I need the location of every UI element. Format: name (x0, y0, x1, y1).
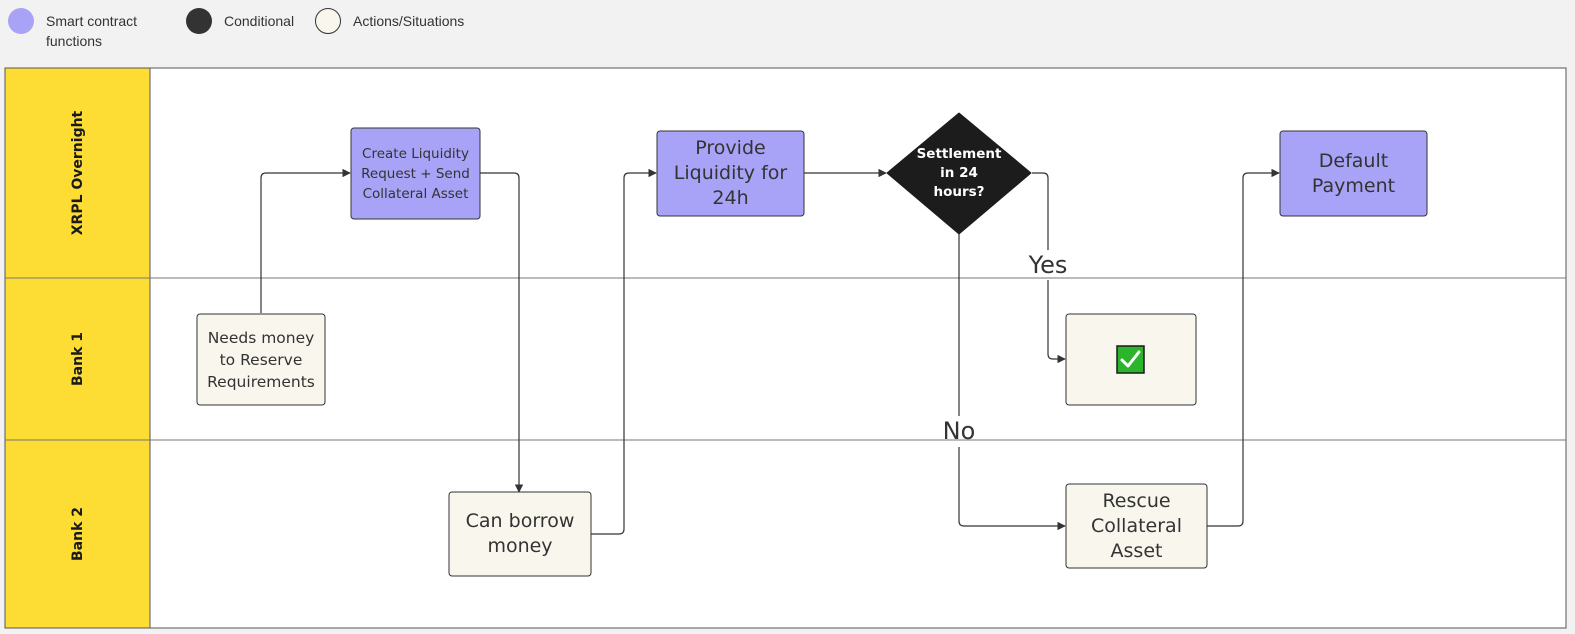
node-needs-money[interactable]: Needs money to Reserve Requirements (197, 314, 325, 405)
edge-needs-to-create (260, 168, 351, 313)
edge-rescue-to-default (1207, 168, 1280, 527)
edge-borrow-to-provide (591, 168, 657, 535)
node-create-request-shape (350, 127, 481, 220)
legend-label-conditional: Conditional (224, 13, 295, 29)
connectors (260, 168, 1280, 535)
node-rescue-collateral-shape (1065, 483, 1208, 569)
edge-label-no: No (943, 417, 976, 445)
lane-title-bank2: Bank 2 (70, 507, 86, 561)
node-settlement[interactable]: Settlement in 24 hours? (910, 138, 1008, 208)
node-settlement-label: Settlement in 24 hours? (916, 145, 1002, 200)
node-needs-money-shape (196, 313, 326, 406)
node-rescue-collateral[interactable]: Rescue Collateral Asset (1066, 484, 1207, 568)
legend-label-smart-contract: Smart contract functions (46, 13, 138, 49)
node-rescue-collateral-label: Rescue Collateral Asset (1091, 489, 1182, 562)
node-provide-liquidity[interactable]: Provide Liquidity for 24h (657, 131, 804, 216)
edge-create-to-borrow (480, 172, 524, 493)
legend-swatch-conditional (186, 8, 212, 34)
edge-label-yes: Yes (1028, 251, 1068, 279)
legend-item-actions: Actions/Situations (315, 8, 464, 34)
legend-item-conditional: Conditional (186, 8, 294, 34)
node-can-borrow-shape (448, 491, 592, 577)
node-needs-money-label: Needs money to Reserve Requirements (207, 328, 315, 391)
node-create-request[interactable]: Create Liquidity Request + Send Collater… (351, 128, 480, 219)
legend-swatch-actions (315, 8, 341, 34)
node-settlement-shape (886, 112, 1032, 235)
node-default-payment[interactable]: Default Payment (1280, 131, 1427, 216)
legend: Smart contract functions Conditional Act… (0, 0, 1575, 66)
check-mark-icon (1116, 345, 1145, 374)
edge-settlement-yes (1032, 172, 1065, 359)
node-default-payment-shape (1279, 130, 1428, 217)
lane-title-bank1: Bank 1 (70, 332, 86, 386)
node-can-borrow[interactable]: Can borrow money (449, 492, 591, 576)
node-provide-liquidity-shape (656, 130, 805, 217)
node-provide-liquidity-label: Provide Liquidity for 24h (673, 137, 788, 209)
edge-settlement-no (958, 234, 1065, 526)
node-default-payment-label: Default Payment (1311, 149, 1396, 197)
node-create-request-label: Create Liquidity Request + Send Collater… (361, 145, 470, 202)
legend-swatch-smart-contract (8, 8, 34, 34)
legend-label-actions: Actions/Situations (353, 13, 465, 29)
lane-header-column (4, 67, 151, 629)
node-can-borrow-label: Can borrow money (465, 510, 575, 557)
lane-title-xrpl: XRPL Overnight (70, 110, 86, 235)
legend-item-smart-contract: Smart contract functions (8, 8, 156, 51)
